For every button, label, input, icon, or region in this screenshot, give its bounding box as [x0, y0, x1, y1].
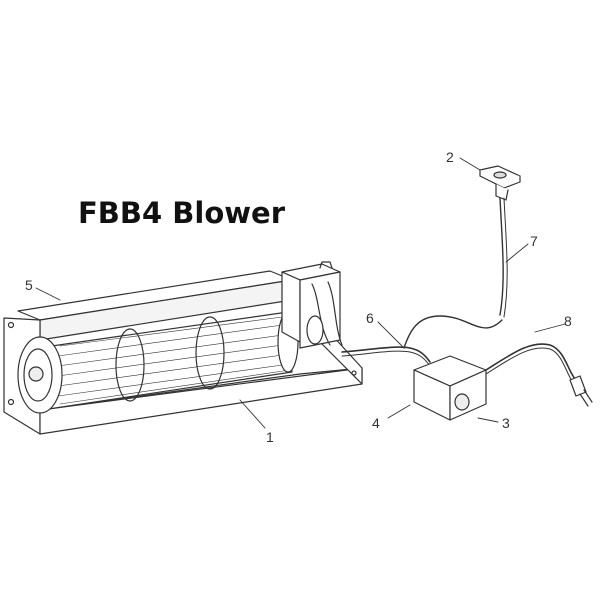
power-cord-to-control	[341, 315, 503, 367]
callouts: 1 2 3 4 5 6 7 8	[25, 149, 572, 445]
leader-lines	[35, 157, 566, 429]
callout-8: 8	[564, 313, 572, 329]
callout-1: 1	[266, 429, 274, 445]
callout-3: 3	[502, 415, 510, 431]
speed-control-box	[413, 355, 487, 421]
blower-housing	[3, 270, 363, 435]
callout-5: 5	[25, 277, 33, 293]
callout-4: 4	[372, 415, 380, 431]
thermo-sensor	[479, 165, 521, 318]
power-cord-plug	[485, 343, 593, 407]
diagram-title: FBB4 Blower	[78, 196, 286, 230]
motor-bracket	[281, 261, 343, 349]
callout-7: 7	[530, 233, 538, 249]
knob-icon	[454, 393, 470, 411]
blower-wheel	[17, 311, 299, 414]
callout-2: 2	[446, 149, 454, 165]
callout-6: 6	[366, 310, 374, 326]
